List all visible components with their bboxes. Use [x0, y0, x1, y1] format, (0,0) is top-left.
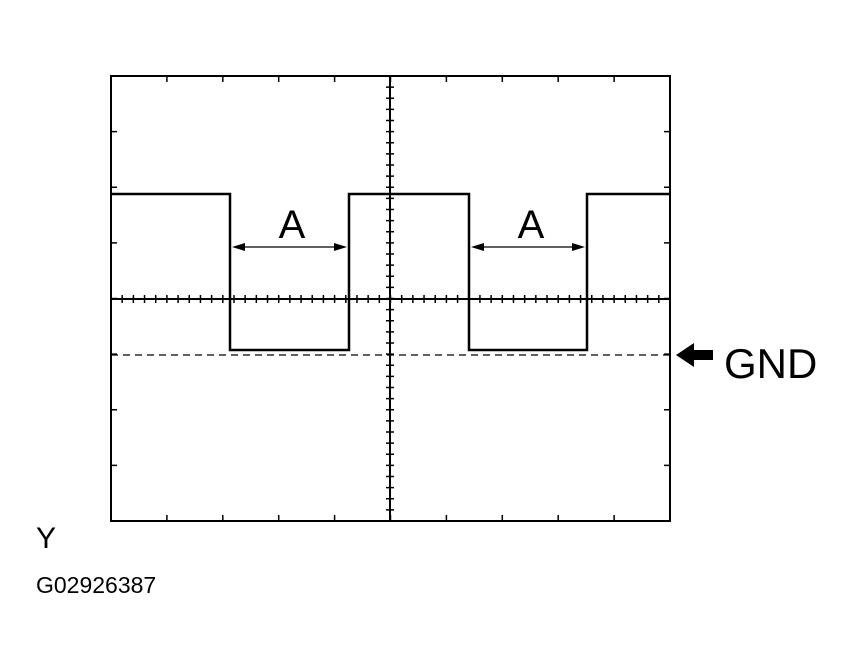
pulse-width-marker-2 — [471, 243, 585, 251]
square-waveform — [111, 192, 670, 352]
pulse-width-marker-1 — [232, 243, 347, 251]
figure-id: G02926387 — [36, 572, 157, 598]
pulse-width-label-1: A — [279, 203, 306, 247]
pulse-width-label-2: A — [518, 203, 545, 247]
axis-label: Y — [36, 522, 57, 555]
ground-label: GND — [724, 340, 818, 387]
left-arrow-icon — [676, 343, 713, 367]
